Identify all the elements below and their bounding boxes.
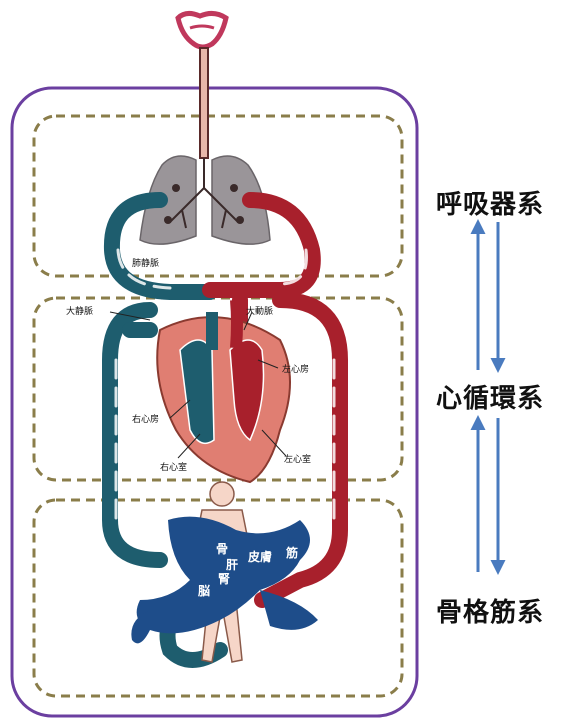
heart-icon <box>157 300 290 482</box>
vena-cava-label: 大静脈 <box>66 304 93 317</box>
pulmonary-vein-label: 肺静脈 <box>132 256 159 269</box>
right-atrium-label: 右心房 <box>132 412 159 425</box>
circulatory-system-label: 心循環系 <box>436 378 544 415</box>
brain-label: 脳 <box>198 582 210 599</box>
trachea <box>200 48 208 158</box>
kidney-label: 腎 <box>218 570 230 587</box>
left-ventricle-label: 左心室 <box>284 452 311 465</box>
right-ventricle-label: 右心室 <box>160 460 187 473</box>
bone-label: 骨 <box>216 540 228 557</box>
respiratory-system-label: 呼吸器系 <box>436 184 544 221</box>
mouth-icon <box>178 13 226 47</box>
muscle-label: 筋 <box>286 544 298 561</box>
aorta-label: 大動脈 <box>246 304 273 317</box>
left-atrium-label: 左心房 <box>282 362 309 375</box>
musculoskeletal-system-label: 骨格筋系 <box>436 592 544 629</box>
skin-label: 皮膚 <box>248 548 272 565</box>
